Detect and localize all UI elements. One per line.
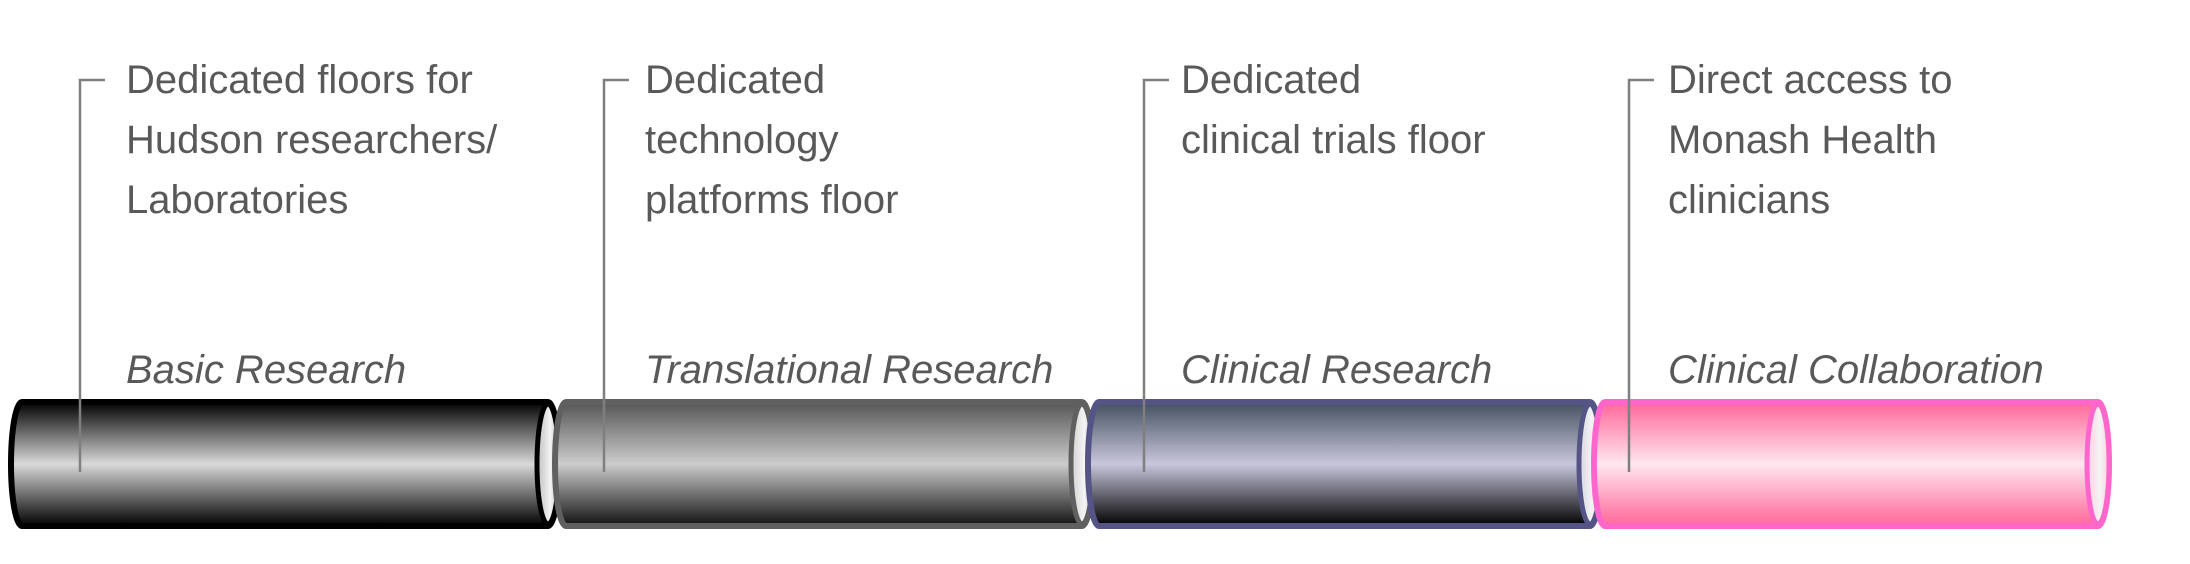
cylinder-segment <box>1591 399 2112 529</box>
segment-basic-research: Dedicated floors for Hudson researchers/… <box>126 50 498 392</box>
callout-connector-line <box>1627 78 1654 472</box>
cylinder-body <box>1085 399 1604 529</box>
callout-connector-line <box>602 78 629 472</box>
segment-description: Dedicated floors for Hudson researchers/… <box>126 58 498 222</box>
cylinder-body <box>552 399 1096 529</box>
segment-description: Dedicated technology platforms floor <box>645 58 899 222</box>
segment-description: Direct access to Monash Health clinician… <box>1668 58 1953 222</box>
segment-stage-label: Clinical Collaboration <box>1668 348 2044 392</box>
segment-clinical-research: Dedicated clinical trials floor Clinical… <box>1181 50 1492 392</box>
segment-translational-research: Dedicated technology platforms floor Tra… <box>645 50 1053 392</box>
callout-connector-line <box>78 78 105 472</box>
cylinder-body <box>1591 399 2112 529</box>
cylinder-segment <box>552 399 1096 529</box>
segment-description: Dedicated clinical trials floor <box>1181 58 1486 162</box>
cylinder-body <box>8 399 562 529</box>
segment-stage-label: Translational Research <box>645 348 1054 392</box>
cylinder-segment <box>1085 399 1604 529</box>
cylinder-end-cap <box>2084 401 2112 527</box>
cylinder-segment <box>8 399 562 529</box>
segment-stage-label: Clinical Research <box>1181 348 1493 392</box>
segment-clinical-collaboration: Direct access to Monash Health clinician… <box>1668 50 2044 392</box>
segment-stage-label: Basic Research <box>126 348 407 392</box>
callout-connector-line <box>1142 78 1169 472</box>
